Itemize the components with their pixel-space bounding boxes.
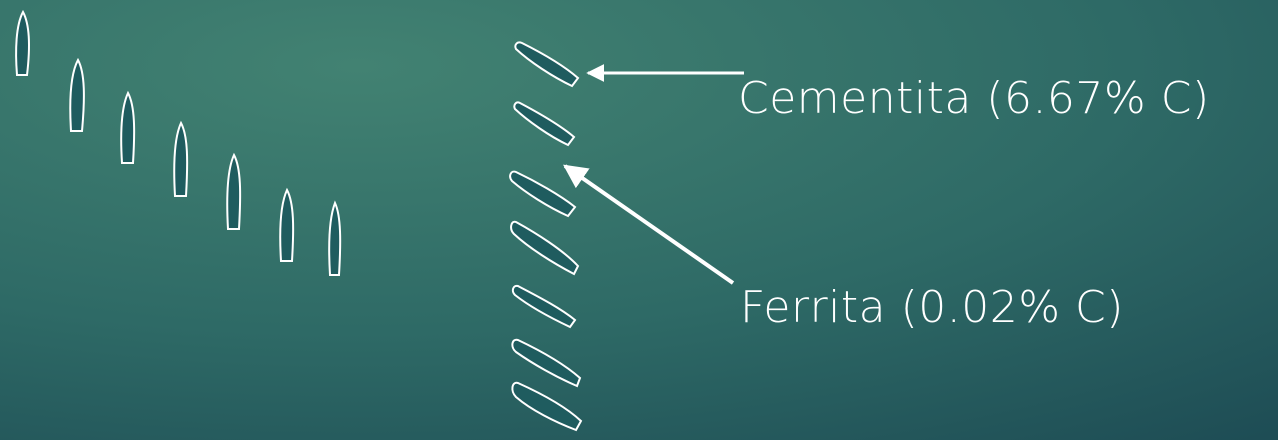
cementita-label: Cementita (6.67% C) xyxy=(738,77,1210,121)
ferrita-label: Ferrita (0.02% C) xyxy=(740,286,1124,330)
